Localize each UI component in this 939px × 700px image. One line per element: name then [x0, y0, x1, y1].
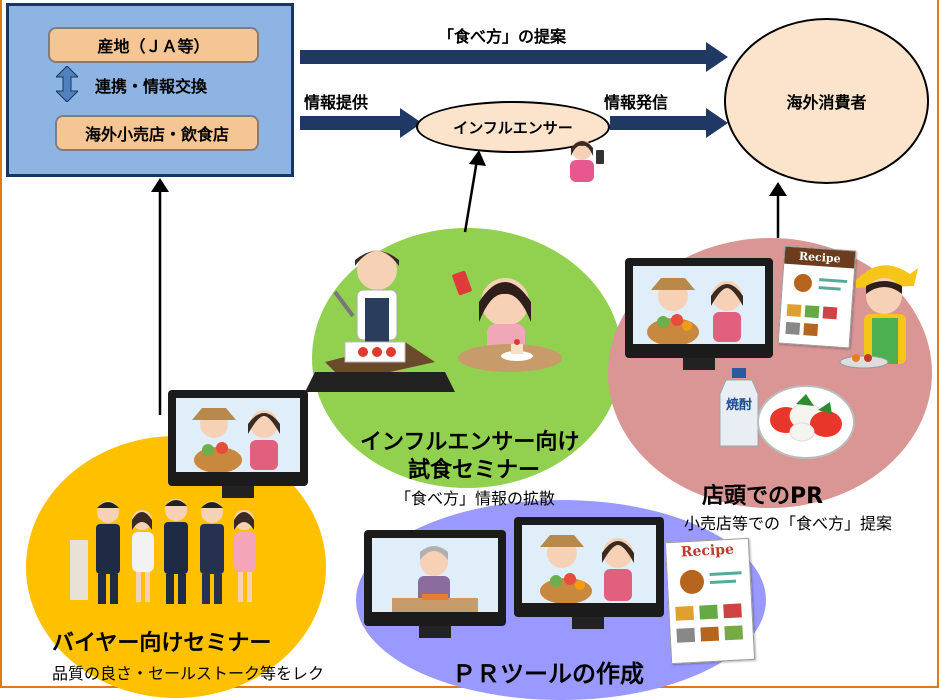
exchange-arrow-icon — [56, 66, 78, 102]
retail-label: 海外小売店・飲食店 — [84, 125, 229, 144]
influencer-person-icon — [570, 140, 604, 182]
buyer-up-arrowhead — [151, 178, 169, 192]
influencer-up-arrow-line — [463, 159, 479, 233]
shochu-bottle-illustration — [719, 368, 759, 447]
pr-tool-title: ＰＲツールの作成 — [452, 660, 644, 688]
info-provide-arrow-shaft — [300, 116, 402, 130]
retail-pill: 海外小売店・飲食店 — [55, 115, 259, 151]
shochu-label: 焼酎 — [726, 398, 753, 413]
buyer-seminar-title: バイヤー向けセミナー — [52, 631, 272, 656]
buyer-seminar-subtitle: 品質の良さ・セールストーク等をレク — [52, 664, 325, 683]
buyer-monitor-screen — [176, 398, 300, 472]
store-monitor — [625, 258, 773, 370]
store-recipe-card: Recipe — [777, 245, 857, 349]
tasting-seminar-illustration — [305, 250, 562, 392]
caprese-plate-illustration — [757, 385, 855, 459]
info-provide-arrow-head — [400, 108, 422, 138]
buyer-monitor — [168, 390, 308, 498]
exchange-label: 連携・情報交換 — [95, 77, 208, 96]
store-pr-title: 店頭でのPR — [702, 484, 824, 509]
influencer-up-arrowhead — [469, 150, 486, 166]
pr-tool-monitor-1-screen — [372, 538, 498, 612]
store-up-arrowhead — [769, 182, 787, 196]
business-people-illustration — [70, 499, 256, 604]
store-clerk-illustration — [839, 265, 918, 369]
pr-tool-monitor-1 — [364, 530, 506, 638]
info-provide-label: 情報提供 — [304, 93, 369, 112]
consumer-node: 海外消費者 — [724, 18, 929, 184]
origin-pill: 産地（ＪＡ等） — [48, 27, 259, 63]
info-send-arrow-head — [706, 108, 728, 138]
pr-tool-recipe-card: Recipe — [664, 537, 756, 665]
store-pr-subtitle: 小売店等での「食べ方」提案 — [684, 514, 893, 533]
influencer-label: インフルエンサー — [453, 118, 573, 137]
consumer-label: 海外消費者 — [786, 93, 867, 112]
info-send-label: 情報発信 — [604, 93, 669, 112]
store-monitor-screen — [633, 266, 765, 344]
influencer-seminar-title-2: 試食セミナー — [408, 458, 541, 483]
pr-tool-monitor-2-screen — [522, 525, 656, 603]
influencer-seminar-title-1: インフルエンサー向け — [360, 430, 580, 455]
influencer-seminar-subtitle: 「食べ方」情報の拡散 — [395, 489, 556, 508]
proposal-arrow-head — [706, 42, 728, 72]
pr-tool-monitor-2 — [514, 517, 664, 629]
proposal-label: 「食べ方」の提案 — [438, 27, 567, 46]
influencer-node: インフルエンサー — [416, 101, 610, 153]
proposal-arrow-shaft — [300, 50, 710, 64]
origin-label: 産地（ＪＡ等） — [97, 37, 210, 56]
info-send-arrow-shaft — [610, 116, 708, 130]
